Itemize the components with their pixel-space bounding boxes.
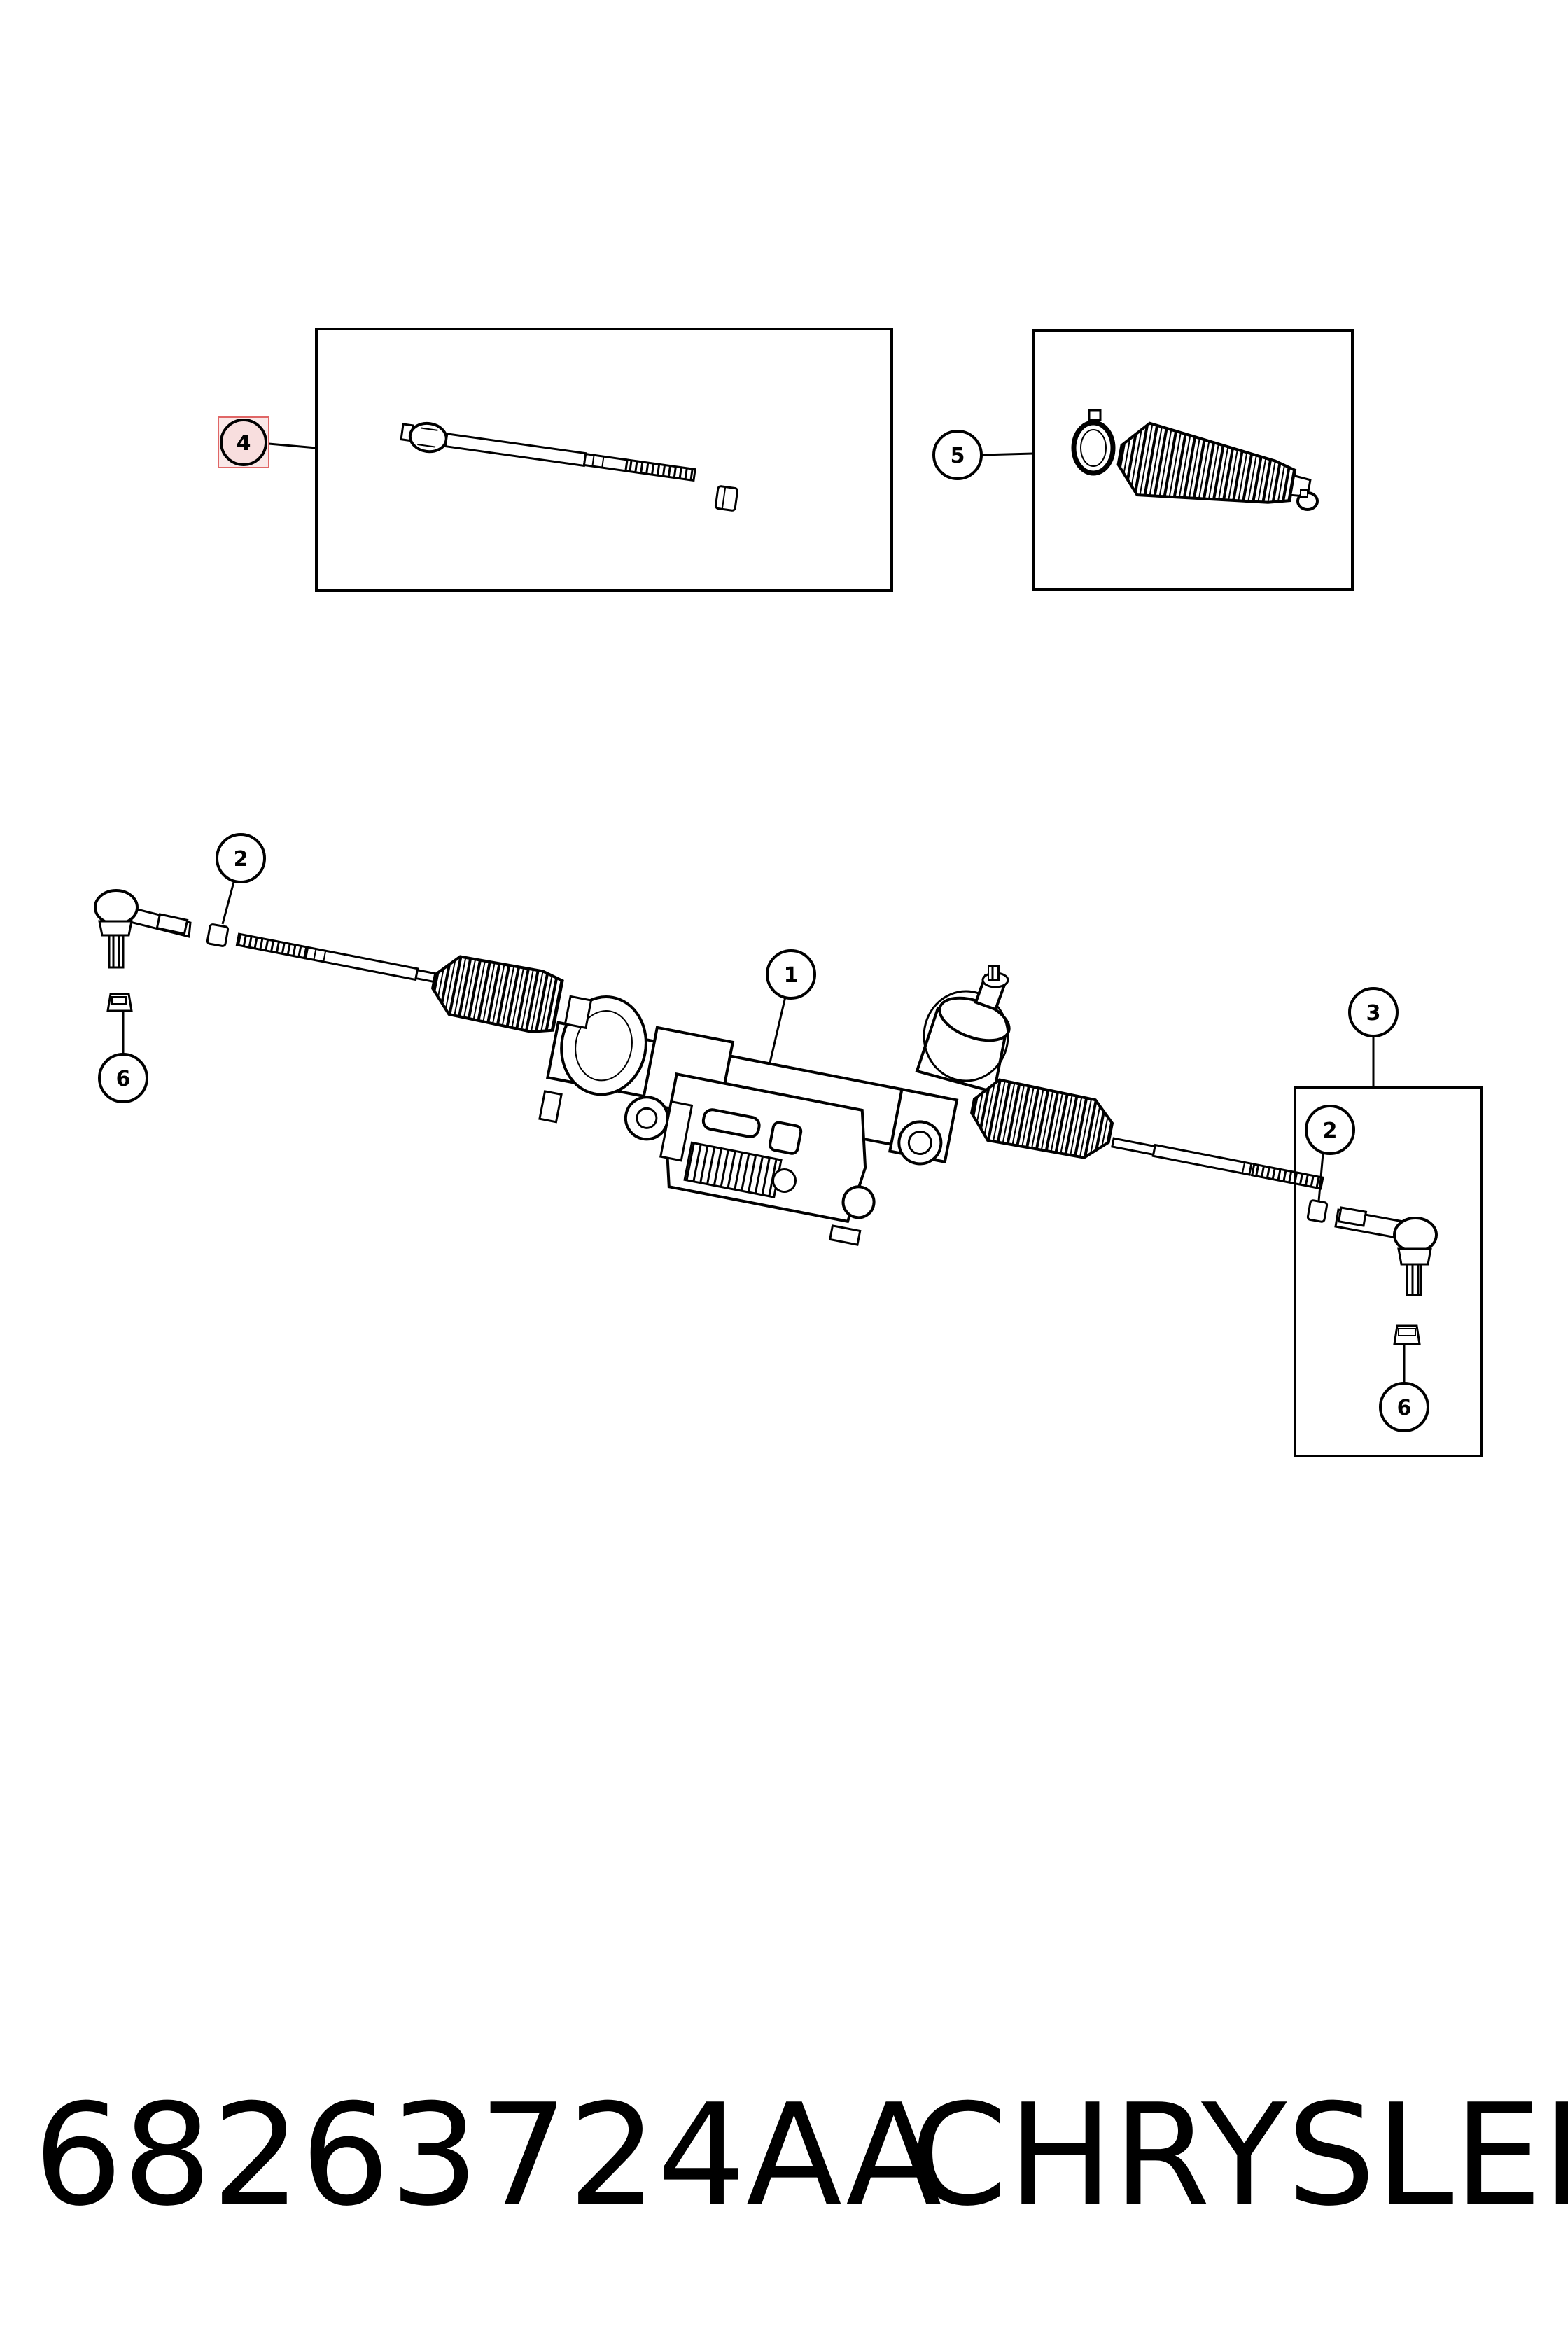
steering-gear-assembly (94, 889, 1324, 1246)
outer-tie-rod-kit-box (1294, 1086, 1483, 1457)
boot-clamp-illustration (1071, 409, 1116, 476)
callout-6-box-label: 6 (1397, 1396, 1412, 1420)
callout-1-label: 1 (784, 963, 799, 988)
callout-6-box[interactable]: 6 (1379, 1344, 1429, 1432)
small-boot-clamp-illustration (1296, 489, 1319, 511)
left-outer-tie-rod-end (94, 889, 192, 969)
inner-tie-rod-kit-box (315, 328, 893, 592)
inner-tie-rod-illustration (400, 421, 696, 482)
rack-housing (538, 995, 959, 1246)
callout-2-left[interactable]: 2 (216, 833, 266, 925)
right-jam-nut (1306, 1199, 1329, 1223)
footer: 68263724AA CHRYSLER (0, 2072, 1568, 2247)
callout-5-label: 5 (951, 444, 965, 468)
callout-2-left-label: 2 (234, 847, 248, 872)
input-shaft (915, 965, 1011, 1094)
rack-boot-illustration (1116, 421, 1312, 504)
callout-2-box-label: 2 (1323, 1119, 1338, 1143)
callout-4[interactable]: 4 (218, 416, 317, 468)
callout-5[interactable]: 5 (932, 430, 1034, 480)
brand-name: CHRYSLER (910, 2074, 1568, 2237)
callout-2-box[interactable]: 2 (1305, 1105, 1355, 1202)
callout-6-left[interactable]: 6 (98, 1012, 148, 1103)
callout-3[interactable]: 3 (1348, 987, 1399, 1088)
callout-1[interactable]: 1 (766, 949, 816, 1063)
left-castle-nut (106, 993, 133, 1012)
boot-kit-box (1032, 329, 1354, 591)
right-castle-nut (1393, 1324, 1421, 1345)
callout-6-left-label: 6 (116, 1067, 131, 1091)
right-outer-tie-rod-end (1334, 1206, 1438, 1296)
jam-nut-illustration (714, 485, 739, 512)
callout-3-label: 3 (1366, 1001, 1381, 1026)
part-number: 68263724AA (34, 2074, 942, 2237)
left-jam-nut (206, 923, 230, 947)
callout-4-label: 4 (237, 431, 251, 456)
